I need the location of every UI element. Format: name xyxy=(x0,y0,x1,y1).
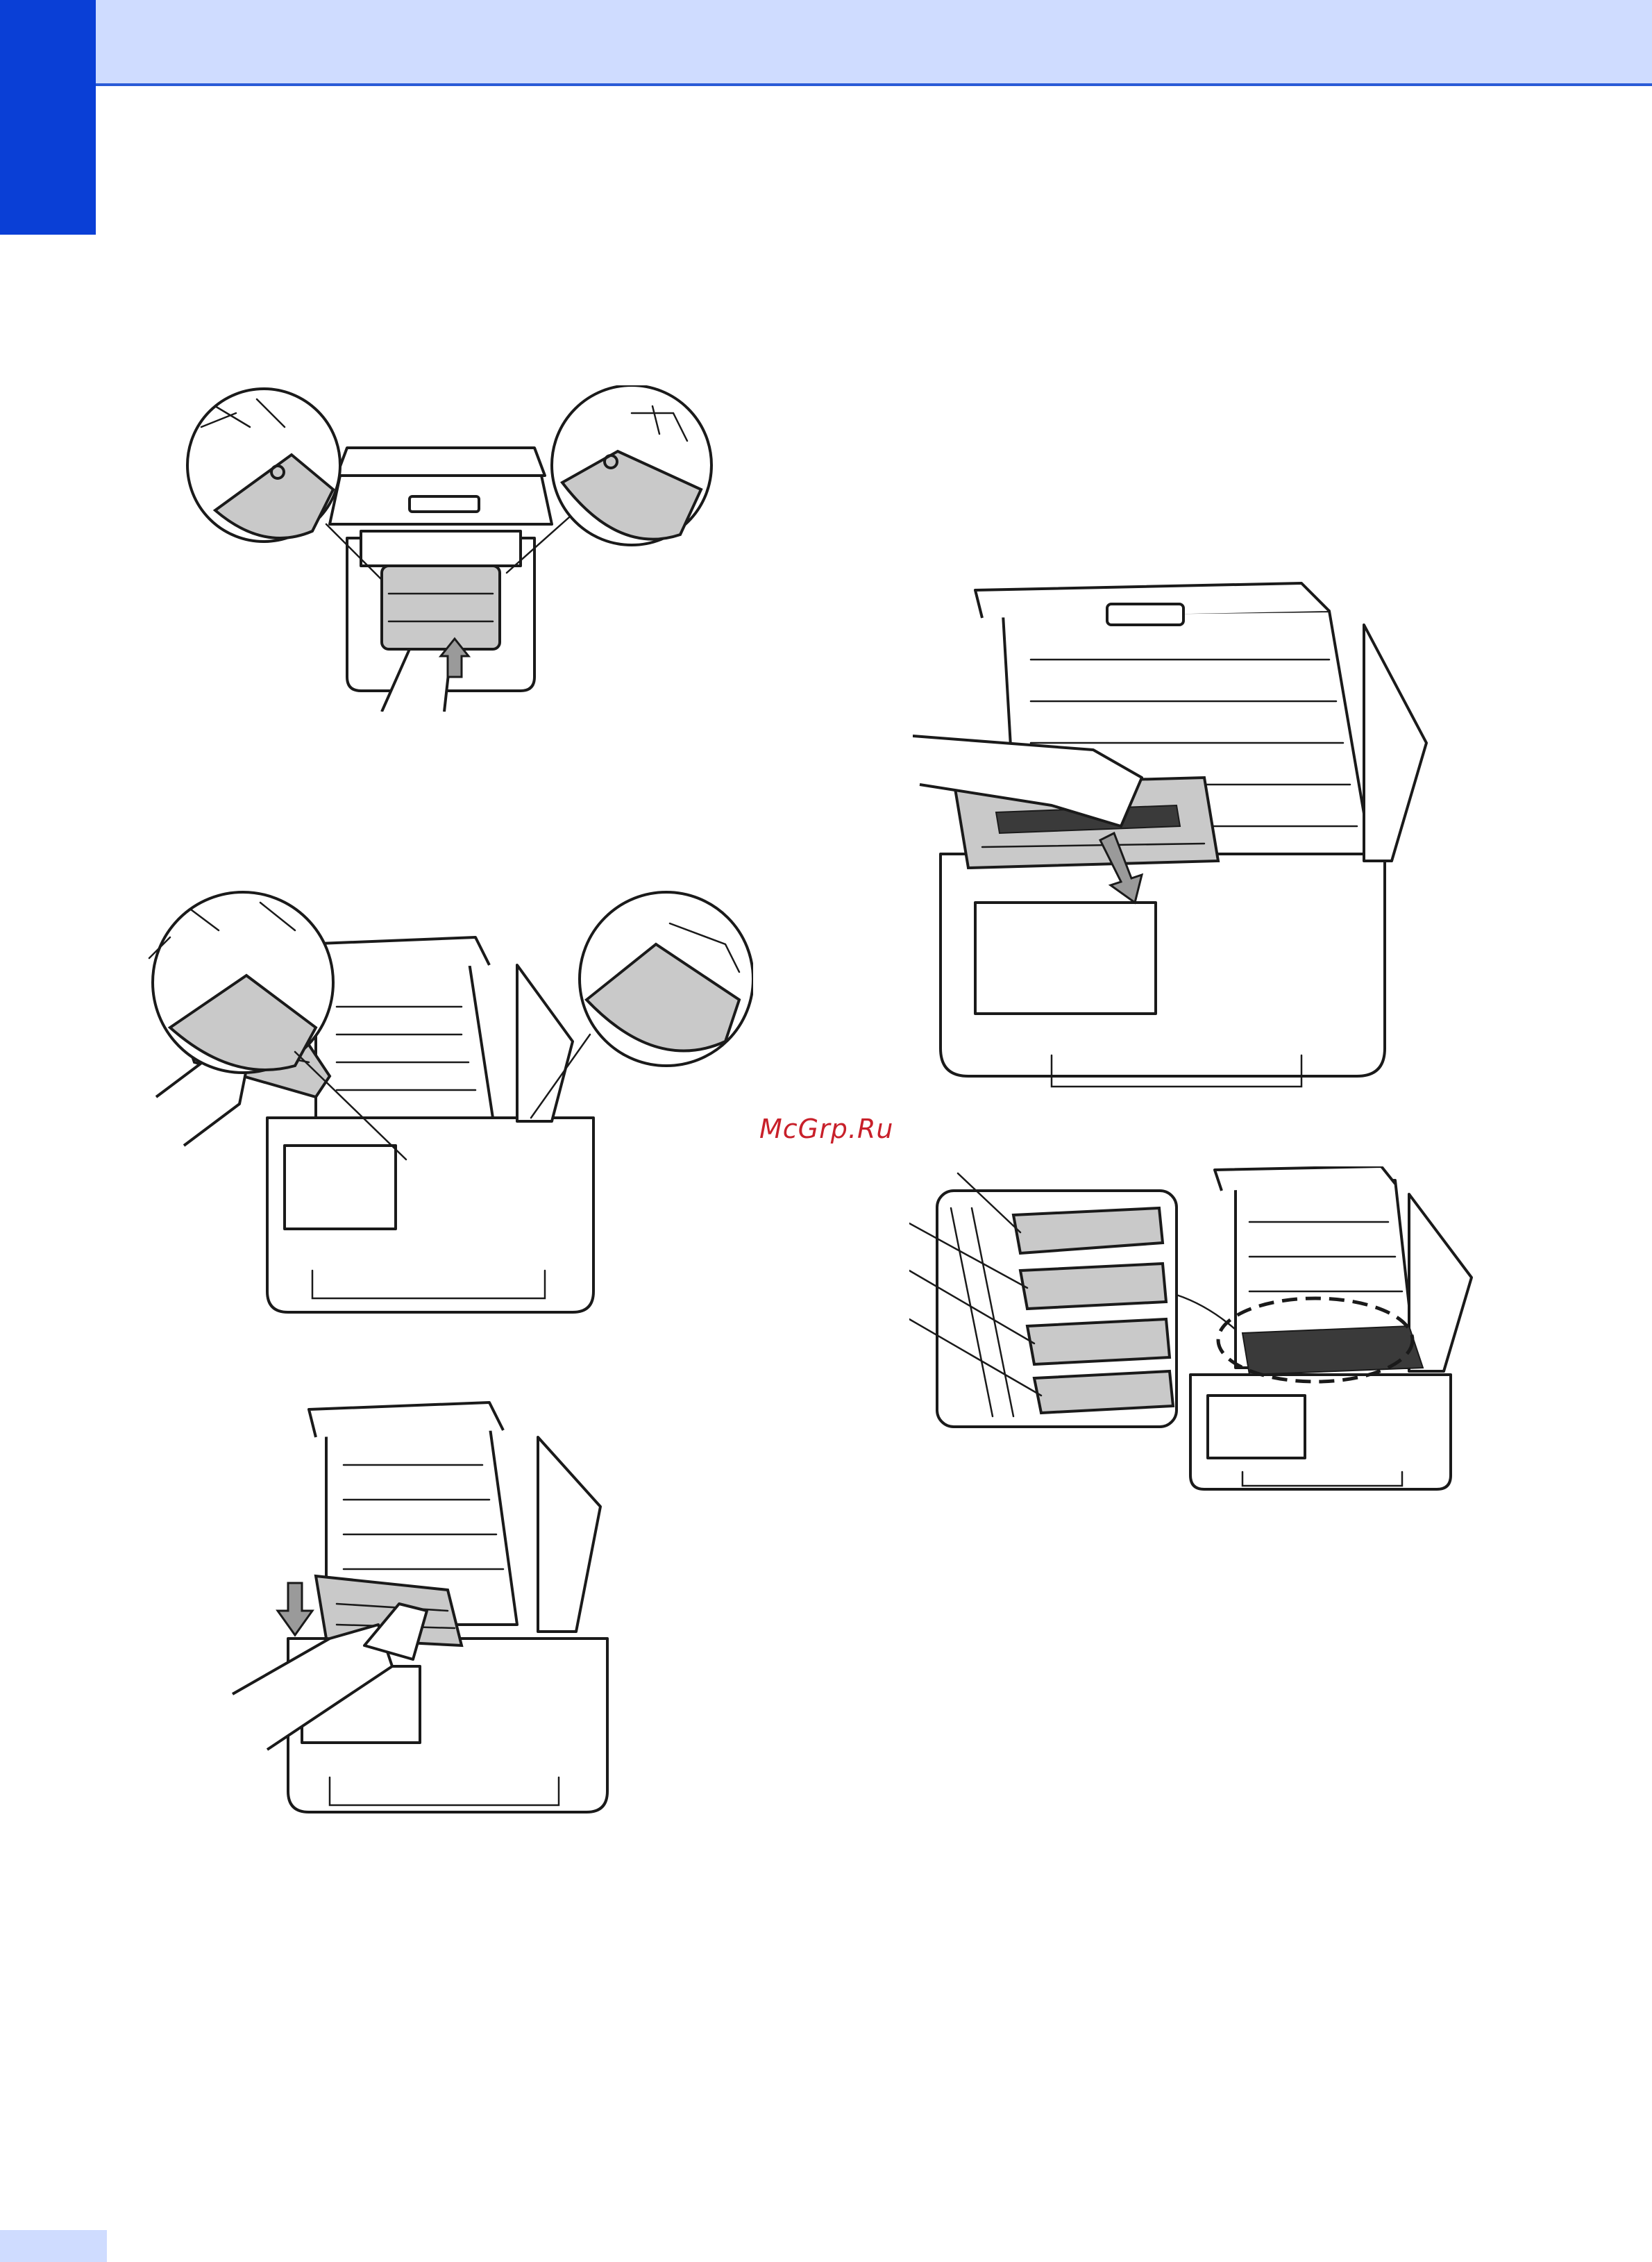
drum-unit-insertion-illustration xyxy=(128,882,753,1326)
chapter-side-tab xyxy=(0,0,96,235)
drum-unit-push-down-illustration xyxy=(226,1396,670,1826)
watermark-text: McGrp.Ru xyxy=(759,1114,893,1144)
header-band xyxy=(0,0,1652,86)
belt-unit-removal-illustration xyxy=(174,385,722,712)
drum-unit-callout-illustration xyxy=(909,1166,1478,1496)
page-footer-tab xyxy=(0,2230,107,2262)
waste-toner-box-insertion-illustration xyxy=(913,576,1430,1100)
